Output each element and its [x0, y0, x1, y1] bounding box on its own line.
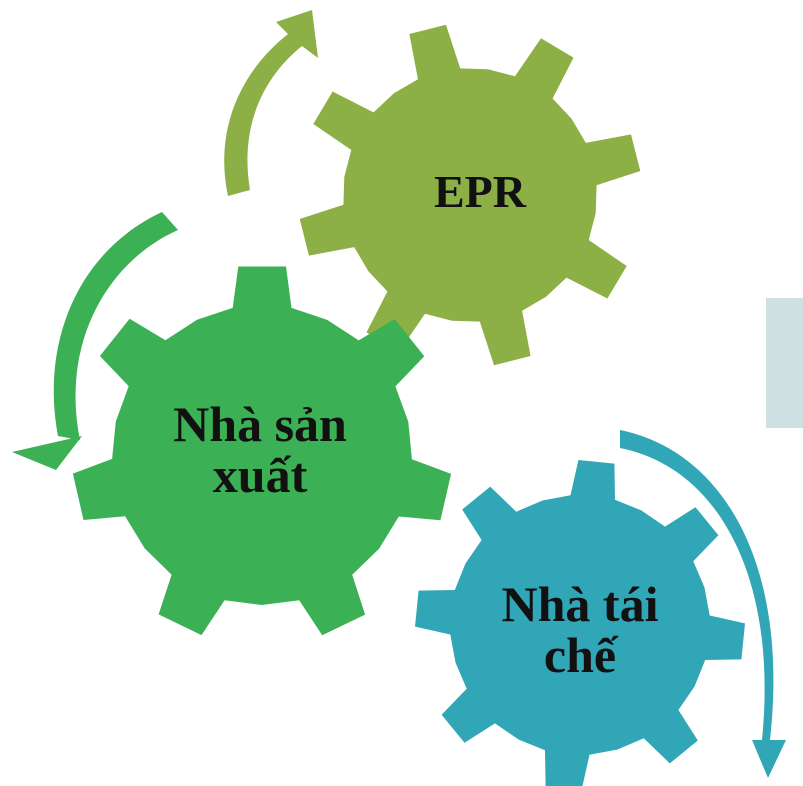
- curved-arrow-down-right-icon: [620, 430, 786, 778]
- arrow-head-icon: [12, 436, 82, 470]
- producer-gear: [72, 266, 452, 636]
- side-panel-box: [766, 298, 803, 428]
- recycler-gear-label: Nhà tái chế: [501, 576, 659, 683]
- recycler-gear: [415, 460, 745, 786]
- curved-arrow-down-icon: [53, 212, 178, 440]
- epr-gear: [299, 24, 641, 366]
- producer-gear-label: Nhà sản xuất: [173, 396, 347, 503]
- arrow-head-icon: [224, 10, 318, 196]
- epr-gear-label: EPR: [434, 166, 526, 218]
